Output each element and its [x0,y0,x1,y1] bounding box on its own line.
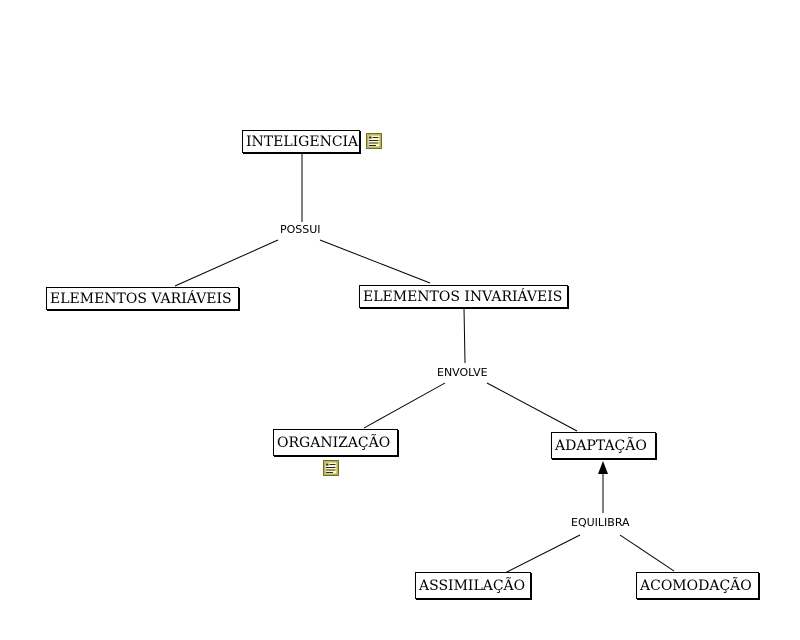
connector-possui-elementos-invariaveis [319,239,431,284]
concept-assimilacao[interactable]: ASSIMILAÇÃO [415,572,531,599]
concept-label: ORGANIZAÇÃO [277,434,391,451]
concept-label: INTELIGENCIA [246,133,359,150]
concept-label: ADAPTAÇÃO [555,437,647,454]
linking-phrase-possui[interactable]: POSSUI [280,223,321,237]
concept-adaptacao[interactable]: ADAPTAÇÃO [551,432,656,459]
concept-organizacao[interactable]: ORGANIZAÇÃO [273,429,398,456]
connector-elementos-invariaveis-envolve [463,307,466,364]
concept-label: ELEMENTOS VARIÁVEIS [50,290,232,307]
concept-label: ELEMENTOS INVARIÁVEIS [363,288,563,305]
concept-label: ACOMODAÇÃO [640,577,752,594]
connector-possui-elementos-variaveis [174,239,279,287]
concept-label: ASSIMILAÇÃO [419,577,526,594]
concept-elementos-invariaveis[interactable]: ELEMENTOS INVARIÁVEIS [359,285,568,308]
concept-elementos-variaveis[interactable]: ELEMENTOS VARIÁVEIS [46,287,239,310]
note-icon[interactable] [323,460,339,476]
linking-phrase-envolve[interactable]: ENVOLVE [437,366,488,380]
concept-inteligencia[interactable]: INTELIGENCIA [242,130,360,153]
concept-acomodacao[interactable]: ACOMODAÇÃO [636,572,759,599]
connector-equilibra-acomodacao [619,534,675,572]
linking-phrase-equilibra[interactable]: EQUILIBRA [571,516,630,530]
connector-envolve-organizacao [363,382,446,429]
connector-equilibra-assimilacao [504,534,581,574]
connector-envolve-adaptacao [486,382,578,432]
arrowhead-up-icon [598,461,608,474]
note-icon[interactable] [366,133,382,149]
